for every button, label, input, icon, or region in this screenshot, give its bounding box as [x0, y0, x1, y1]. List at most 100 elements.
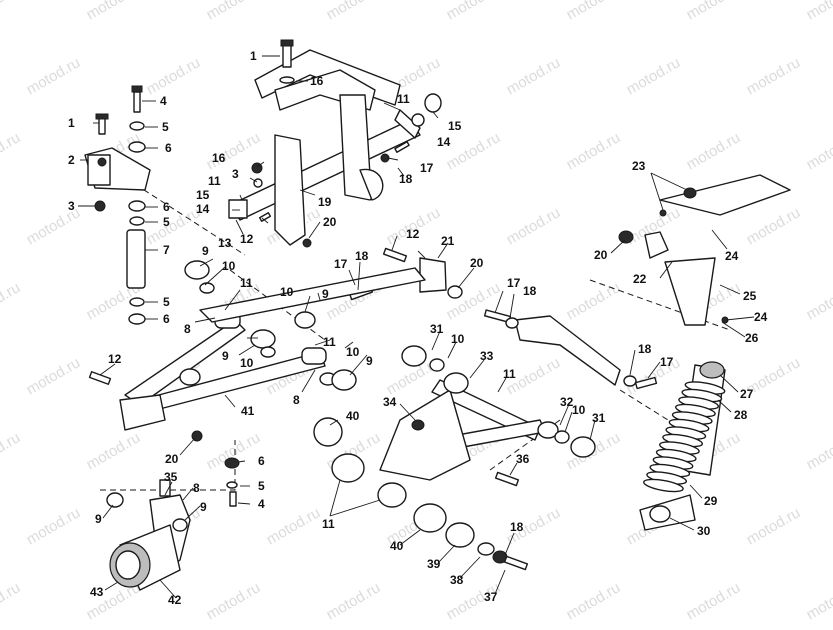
callout-11: 11	[397, 93, 410, 105]
callout-29: 29	[704, 495, 717, 507]
watermark-text: motod.ru	[204, 0, 264, 23]
watermark-text: motod.ru	[744, 54, 804, 98]
watermark-text: motod.ru	[324, 0, 384, 23]
callout-14: 14	[196, 203, 209, 215]
callout-27: 27	[740, 388, 753, 400]
watermark-text: motod.ru	[144, 54, 204, 98]
callout-1: 1	[68, 117, 75, 129]
callout-26: 26	[745, 332, 758, 344]
callout-9: 9	[200, 501, 207, 513]
watermark-text: motod.ru	[0, 129, 23, 173]
callout-2: 2	[68, 154, 75, 166]
callout-17: 17	[334, 258, 347, 270]
callout-22: 22	[633, 273, 646, 285]
callout-31: 31	[592, 412, 605, 424]
callout-38: 38	[450, 574, 463, 586]
callout-9: 9	[366, 355, 373, 367]
callout-41: 41	[241, 405, 254, 417]
callout-12: 12	[406, 228, 419, 240]
callout-20: 20	[470, 257, 483, 269]
callout-10: 10	[240, 357, 253, 369]
callout-3: 3	[68, 200, 75, 212]
watermark-text: motod.ru	[324, 579, 384, 623]
callout-30: 30	[697, 525, 710, 537]
callout-33: 33	[480, 350, 493, 362]
watermark-text: motod.ru	[564, 0, 624, 23]
watermark-text: motod.ru	[264, 504, 324, 548]
watermark-text: motod.ru	[564, 579, 624, 623]
callout-43: 43	[90, 586, 103, 598]
watermark-text: motod.ru	[504, 54, 564, 98]
callout-18: 18	[638, 343, 651, 355]
watermark-text: motod.ru	[744, 504, 804, 548]
callout-18: 18	[399, 173, 412, 185]
callout-24: 24	[725, 250, 738, 262]
callout-7: 7	[163, 244, 170, 256]
callout-11: 11	[240, 277, 253, 289]
callout-20: 20	[165, 453, 178, 465]
watermark-text: motod.ru	[804, 129, 833, 173]
callout-15: 15	[448, 120, 461, 132]
callout-35: 35	[164, 471, 177, 483]
callout-20: 20	[323, 216, 336, 228]
watermark-text: motod.ru	[684, 129, 744, 173]
callout-18: 18	[523, 285, 536, 297]
callout-3: 3	[232, 168, 239, 180]
callout-25: 25	[743, 290, 756, 302]
callout-9: 9	[322, 288, 329, 300]
watermark-text: motod.ru	[804, 579, 833, 623]
callout-31: 31	[430, 323, 443, 335]
watermark-text: motod.ru	[0, 279, 23, 323]
callout-1: 1	[250, 50, 257, 62]
callout-13: 13	[218, 237, 231, 249]
watermark-text: motod.ru	[24, 354, 84, 398]
callout-11: 11	[503, 368, 516, 380]
callout-10: 10	[451, 333, 464, 345]
callout-5: 5	[162, 121, 169, 133]
callout-16: 16	[212, 152, 225, 164]
watermark-text: motod.ru	[0, 429, 23, 473]
callout-4: 4	[160, 95, 167, 107]
callout-9: 9	[95, 513, 102, 525]
watermark-text: motod.ru	[564, 129, 624, 173]
callout-34: 34	[383, 396, 396, 408]
callout-6: 6	[165, 142, 172, 154]
callout-8: 8	[293, 394, 300, 406]
watermark-text: motod.ru	[204, 579, 264, 623]
watermark-text: motod.ru	[24, 504, 84, 548]
right-mount-bracket	[619, 175, 790, 325]
callout-14: 14	[437, 136, 450, 148]
callout-20: 20	[594, 249, 607, 261]
watermark-text: motod.ru	[804, 429, 833, 473]
callout-37: 37	[484, 591, 497, 603]
callout-12: 12	[108, 353, 121, 365]
callout-28: 28	[734, 409, 747, 421]
watermark-text: motod.ru	[444, 0, 504, 23]
watermark-text: motod.ru	[684, 0, 744, 23]
callout-12: 12	[240, 233, 253, 245]
callout-36: 36	[516, 453, 529, 465]
callout-15: 15	[196, 189, 209, 201]
watermark-text: motod.ru	[24, 54, 84, 98]
callout-24: 24	[754, 311, 767, 323]
callout-9: 9	[222, 350, 229, 362]
watermark-text: motod.ru	[564, 279, 624, 323]
callout-21: 21	[441, 235, 454, 247]
callout-10: 10	[222, 260, 235, 272]
watermark-text: motod.ru	[684, 579, 744, 623]
callout-6: 6	[163, 313, 170, 325]
callout-10: 10	[346, 346, 359, 358]
callout-11: 11	[208, 175, 221, 187]
watermark-text: motod.ru	[804, 279, 833, 323]
callout-18: 18	[510, 521, 523, 533]
callout-10: 10	[572, 404, 585, 416]
callout-18: 18	[355, 250, 368, 262]
watermark-text: motod.ru	[0, 0, 23, 23]
watermark-text: motod.ru	[744, 204, 804, 248]
watermark-text: motod.ru	[624, 54, 684, 98]
callout-42: 42	[168, 594, 181, 606]
watermark-text: motod.ru	[444, 129, 504, 173]
watermark-text: motod.ru	[804, 0, 833, 23]
callout-17: 17	[660, 356, 673, 368]
callout-17: 17	[507, 277, 520, 289]
